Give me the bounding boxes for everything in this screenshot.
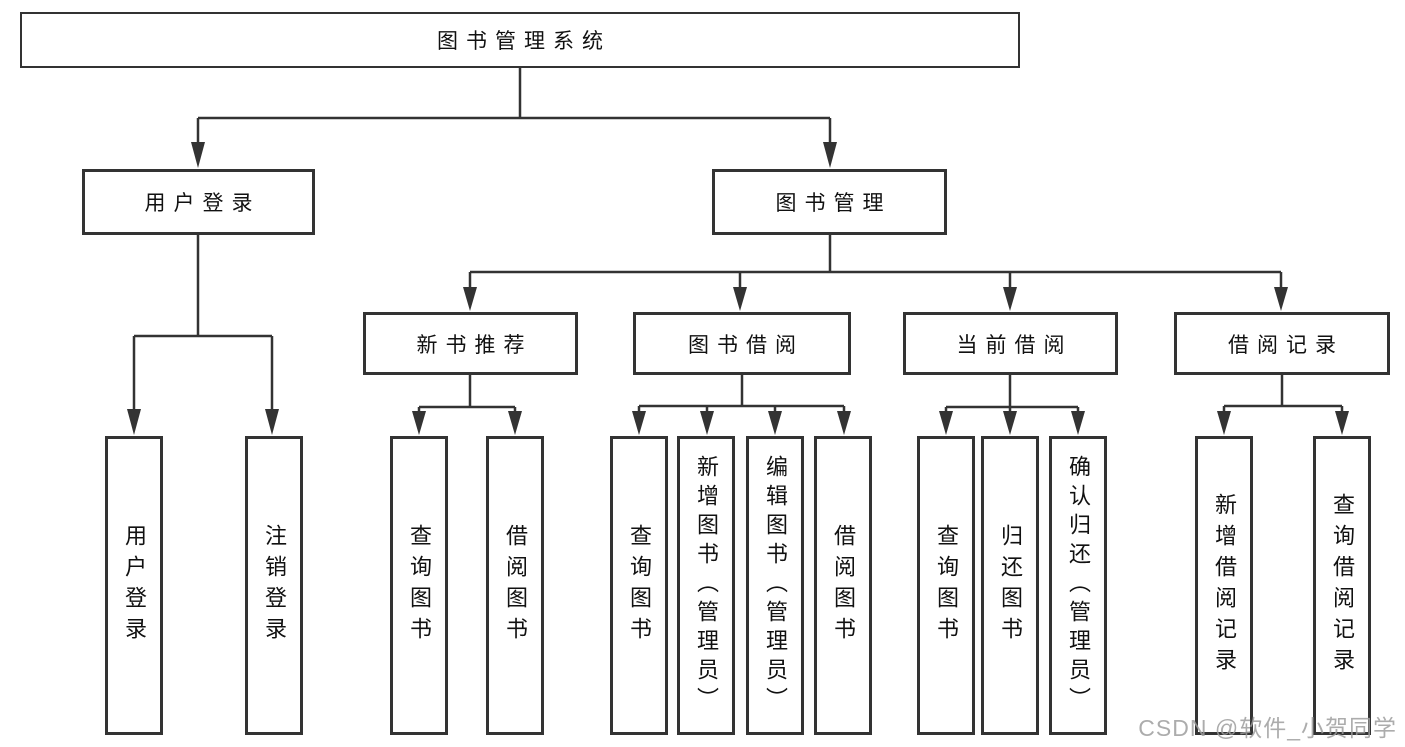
branch-book-management: 图书管理 [712, 169, 947, 235]
leaf-query-borrow-record: 查询借阅记录 [1313, 436, 1371, 735]
leaf-logout: 注销登录 [245, 436, 303, 735]
leaf-return-books: 归还图书 [981, 436, 1039, 735]
leaf-query-books: 查询图书 [390, 436, 448, 735]
branch-user-login: 用户登录 [82, 169, 315, 235]
section-label: 图书借阅 [688, 333, 804, 357]
leaf-add-books-admin: 新增图书（管理员） [677, 436, 735, 735]
section-new-book-recommend: 新书推荐 [363, 312, 578, 375]
section-current-borrow: 当前借阅 [903, 312, 1118, 375]
section-label: 新书推荐 [416, 333, 533, 357]
section-label: 当前借阅 [956, 333, 1073, 357]
leaf-borrow-books: 借阅图书 [814, 436, 872, 735]
leaf-edit-books-admin: 编辑图书（管理员） [746, 436, 804, 735]
section-book-borrow: 图书借阅 [633, 312, 851, 375]
section-label: 借阅记录 [1228, 333, 1344, 357]
leaf-user-login: 用户登录 [105, 436, 163, 735]
leaf-query-books: 查询图书 [610, 436, 668, 735]
leaf-query-books: 查询图书 [917, 436, 975, 735]
branch-label: 图书管理 [775, 192, 892, 215]
leaf-confirm-return-admin: 确认归还（管理员） [1049, 436, 1107, 735]
branch-label: 用户登录 [144, 192, 261, 215]
root-node-label: 图书管理系统 [437, 30, 611, 53]
leaf-borrow-books: 借阅图书 [486, 436, 544, 735]
watermark: CSDN @软件_小贺同学 [1138, 715, 1397, 741]
connector-lines [132, 67, 1344, 414]
leaf-add-borrow-record: 新增借阅记录 [1195, 436, 1253, 735]
arrowheads [127, 142, 1349, 435]
section-borrow-record: 借阅记录 [1174, 312, 1390, 375]
root-node-system: 图书管理系统 [20, 12, 1020, 68]
